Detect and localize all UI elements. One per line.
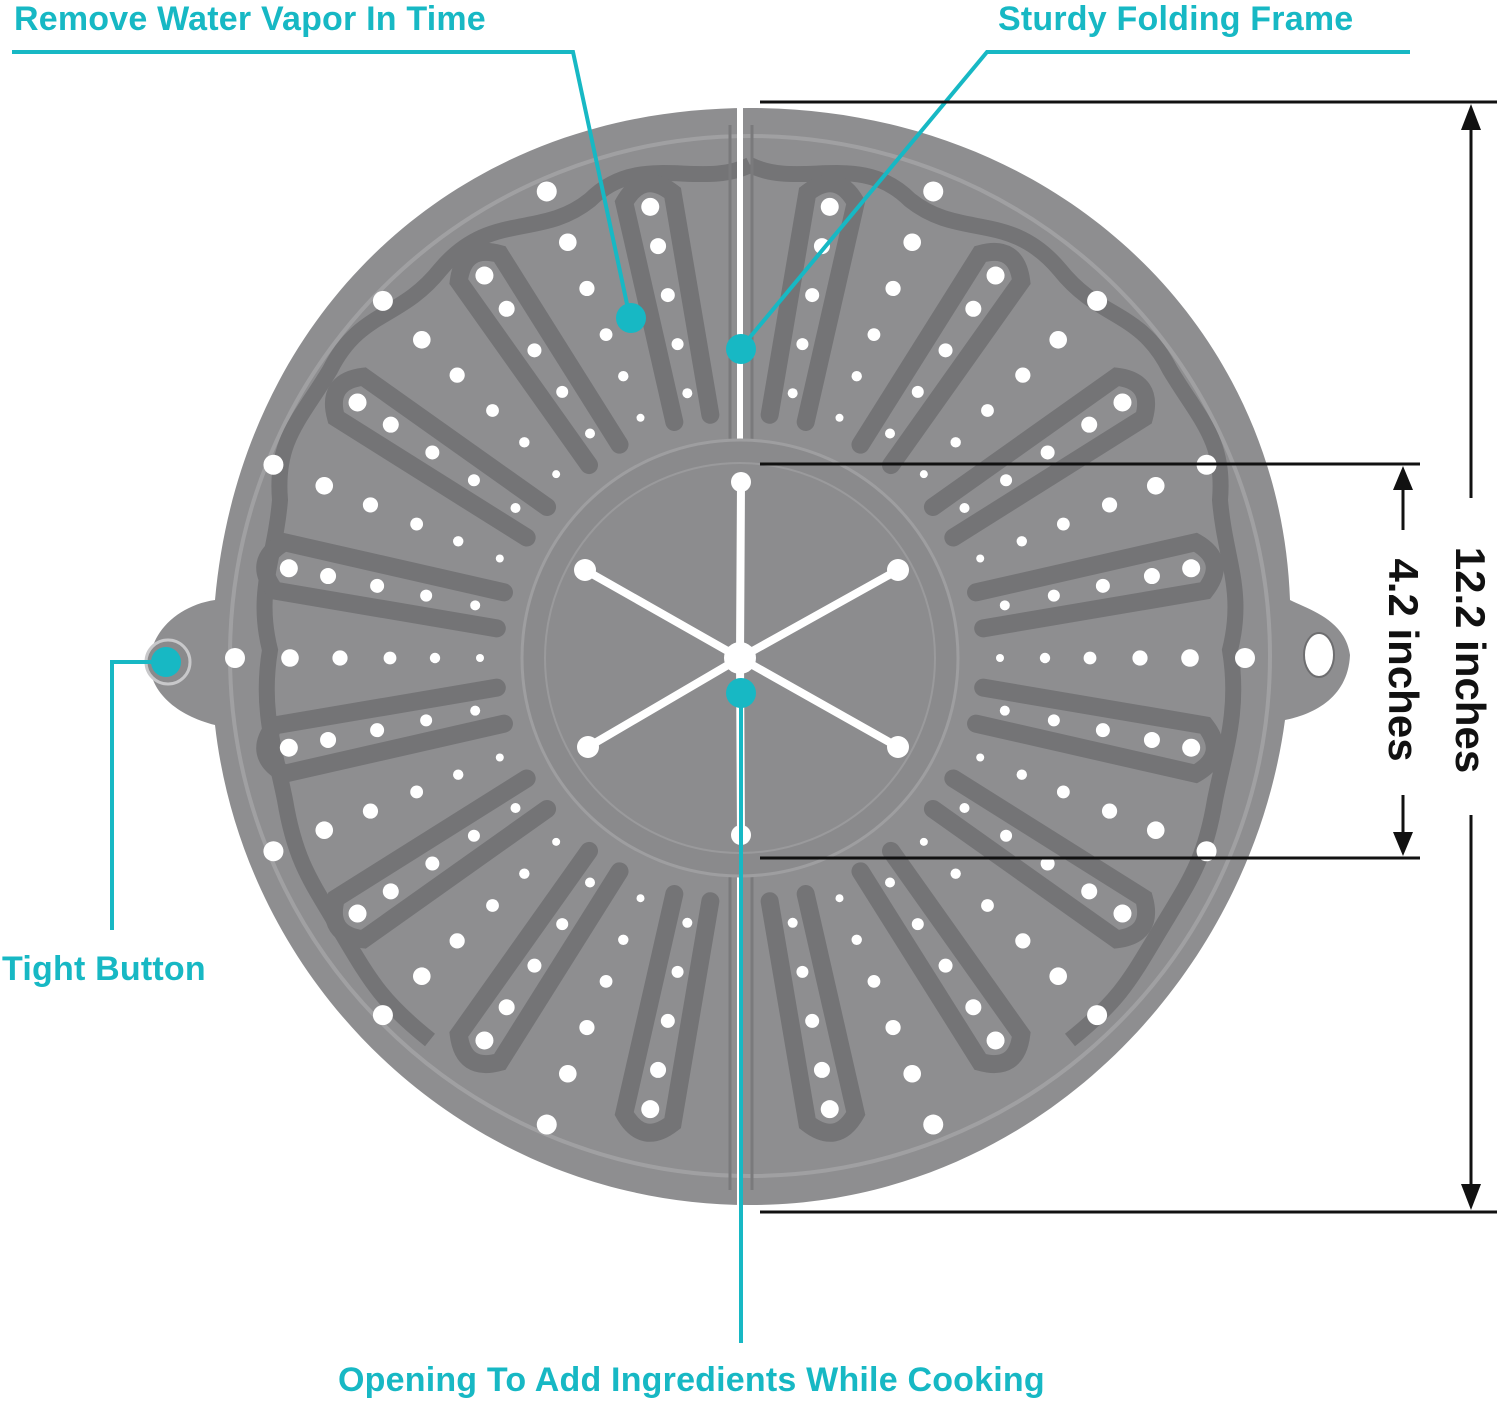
callout-lines (12, 50, 1410, 1343)
dimension-center-label: 4.2 inches (1380, 558, 1427, 762)
dimension-overall-label: 12.2 inches (1447, 546, 1494, 774)
splatter-guard-body (144, 100, 1351, 1210)
callout-remove-water-vapor: Remove Water Vapor In Time (14, 0, 486, 38)
callout-tight-button: Tight Button (2, 950, 206, 988)
callout-dots (151, 303, 756, 708)
callout-sturdy-folding-frame: Sturdy Folding Frame (998, 0, 1354, 38)
dimension-arrows (1393, 104, 1481, 1210)
callout-opening: Opening To Add Ingredients While Cooking (338, 1361, 1045, 1399)
dimension-lines (760, 100, 1497, 1214)
hanging-hole (1303, 632, 1335, 678)
